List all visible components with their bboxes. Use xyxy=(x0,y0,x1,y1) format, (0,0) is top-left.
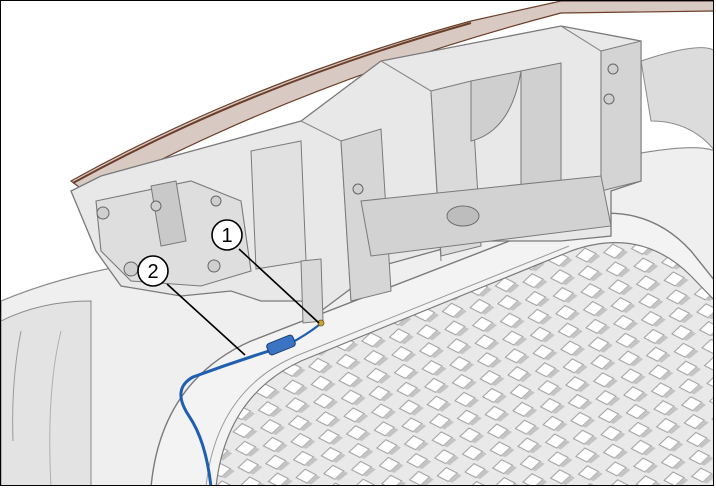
callout-2-label: 2 xyxy=(147,261,158,283)
callout-1-circle xyxy=(211,219,243,251)
panel-top-edge xyxy=(69,1,713,197)
callout-1-label: 1 xyxy=(221,225,232,247)
grille-opening xyxy=(150,212,713,485)
callout-2: 2 xyxy=(137,255,246,356)
wire-harness xyxy=(179,319,325,485)
callout-2-leader xyxy=(166,283,246,356)
callout-2-circle xyxy=(137,255,169,287)
callout-1: 1 xyxy=(211,219,320,324)
callout-1-leader xyxy=(238,248,320,324)
